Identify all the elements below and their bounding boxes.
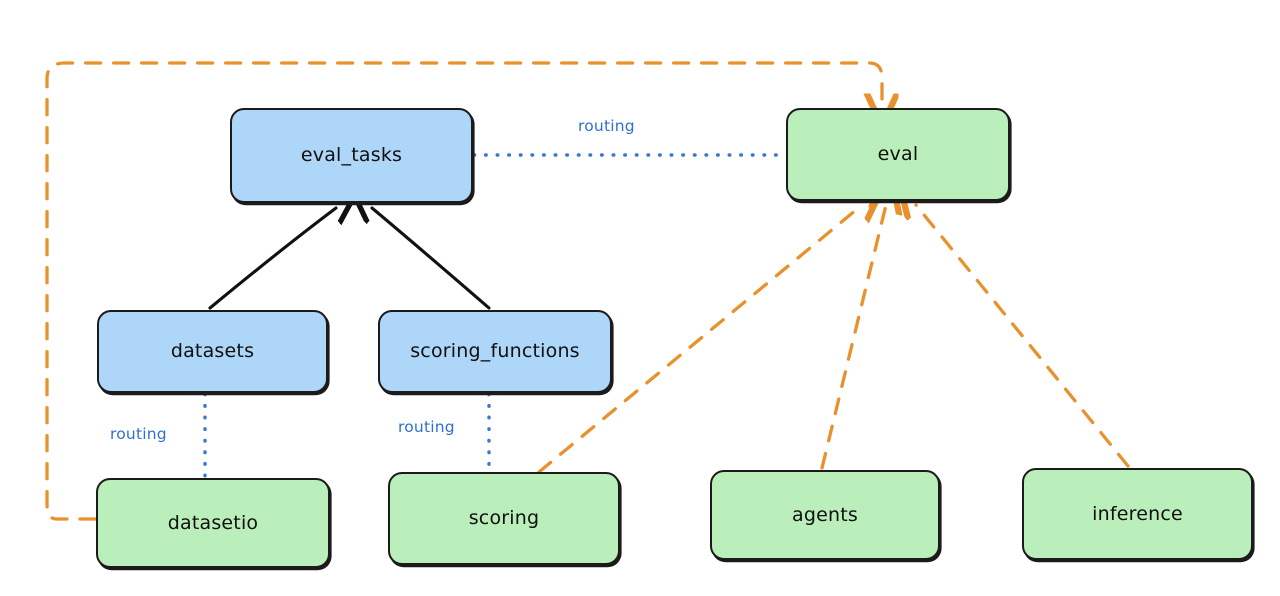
node-label-agents: agents [792,503,858,526]
node-scoring-functions[interactable]: scoring_functions [378,310,612,393]
edge-label-routing-eval-tasks-eval: routing [578,117,635,135]
edge-inference-to-eval [916,205,1130,468]
edge-label-routing-scoring-functions-scoring: routing [398,418,455,436]
node-datasets[interactable]: datasets [97,310,328,393]
node-scoring[interactable]: scoring [388,472,620,565]
edge-datasets-to-eval-tasks [208,208,336,310]
node-label-scoring-functions: scoring_functions [410,340,580,363]
node-label-scoring: scoring [468,507,540,530]
node-datasetio[interactable]: datasetio [96,478,330,568]
node-label-eval-tasks: eval_tasks [300,144,403,167]
node-inference[interactable]: inference [1022,468,1253,560]
edge-scoring-functions-to-eval-tasks [372,208,491,310]
node-label-inference: inference [1092,502,1183,525]
node-label-datasets: datasets [170,340,255,363]
node-label-datasetio: datasetio [167,511,259,534]
node-agents[interactable]: agents [710,470,940,560]
edge-agents-to-eval [820,205,886,470]
node-eval-tasks[interactable]: eval_tasks [230,108,473,203]
edge-label-routing-datasets-datasetio: routing [110,425,167,443]
node-label-eval: eval [877,143,919,166]
node-eval[interactable]: eval [786,108,1010,201]
